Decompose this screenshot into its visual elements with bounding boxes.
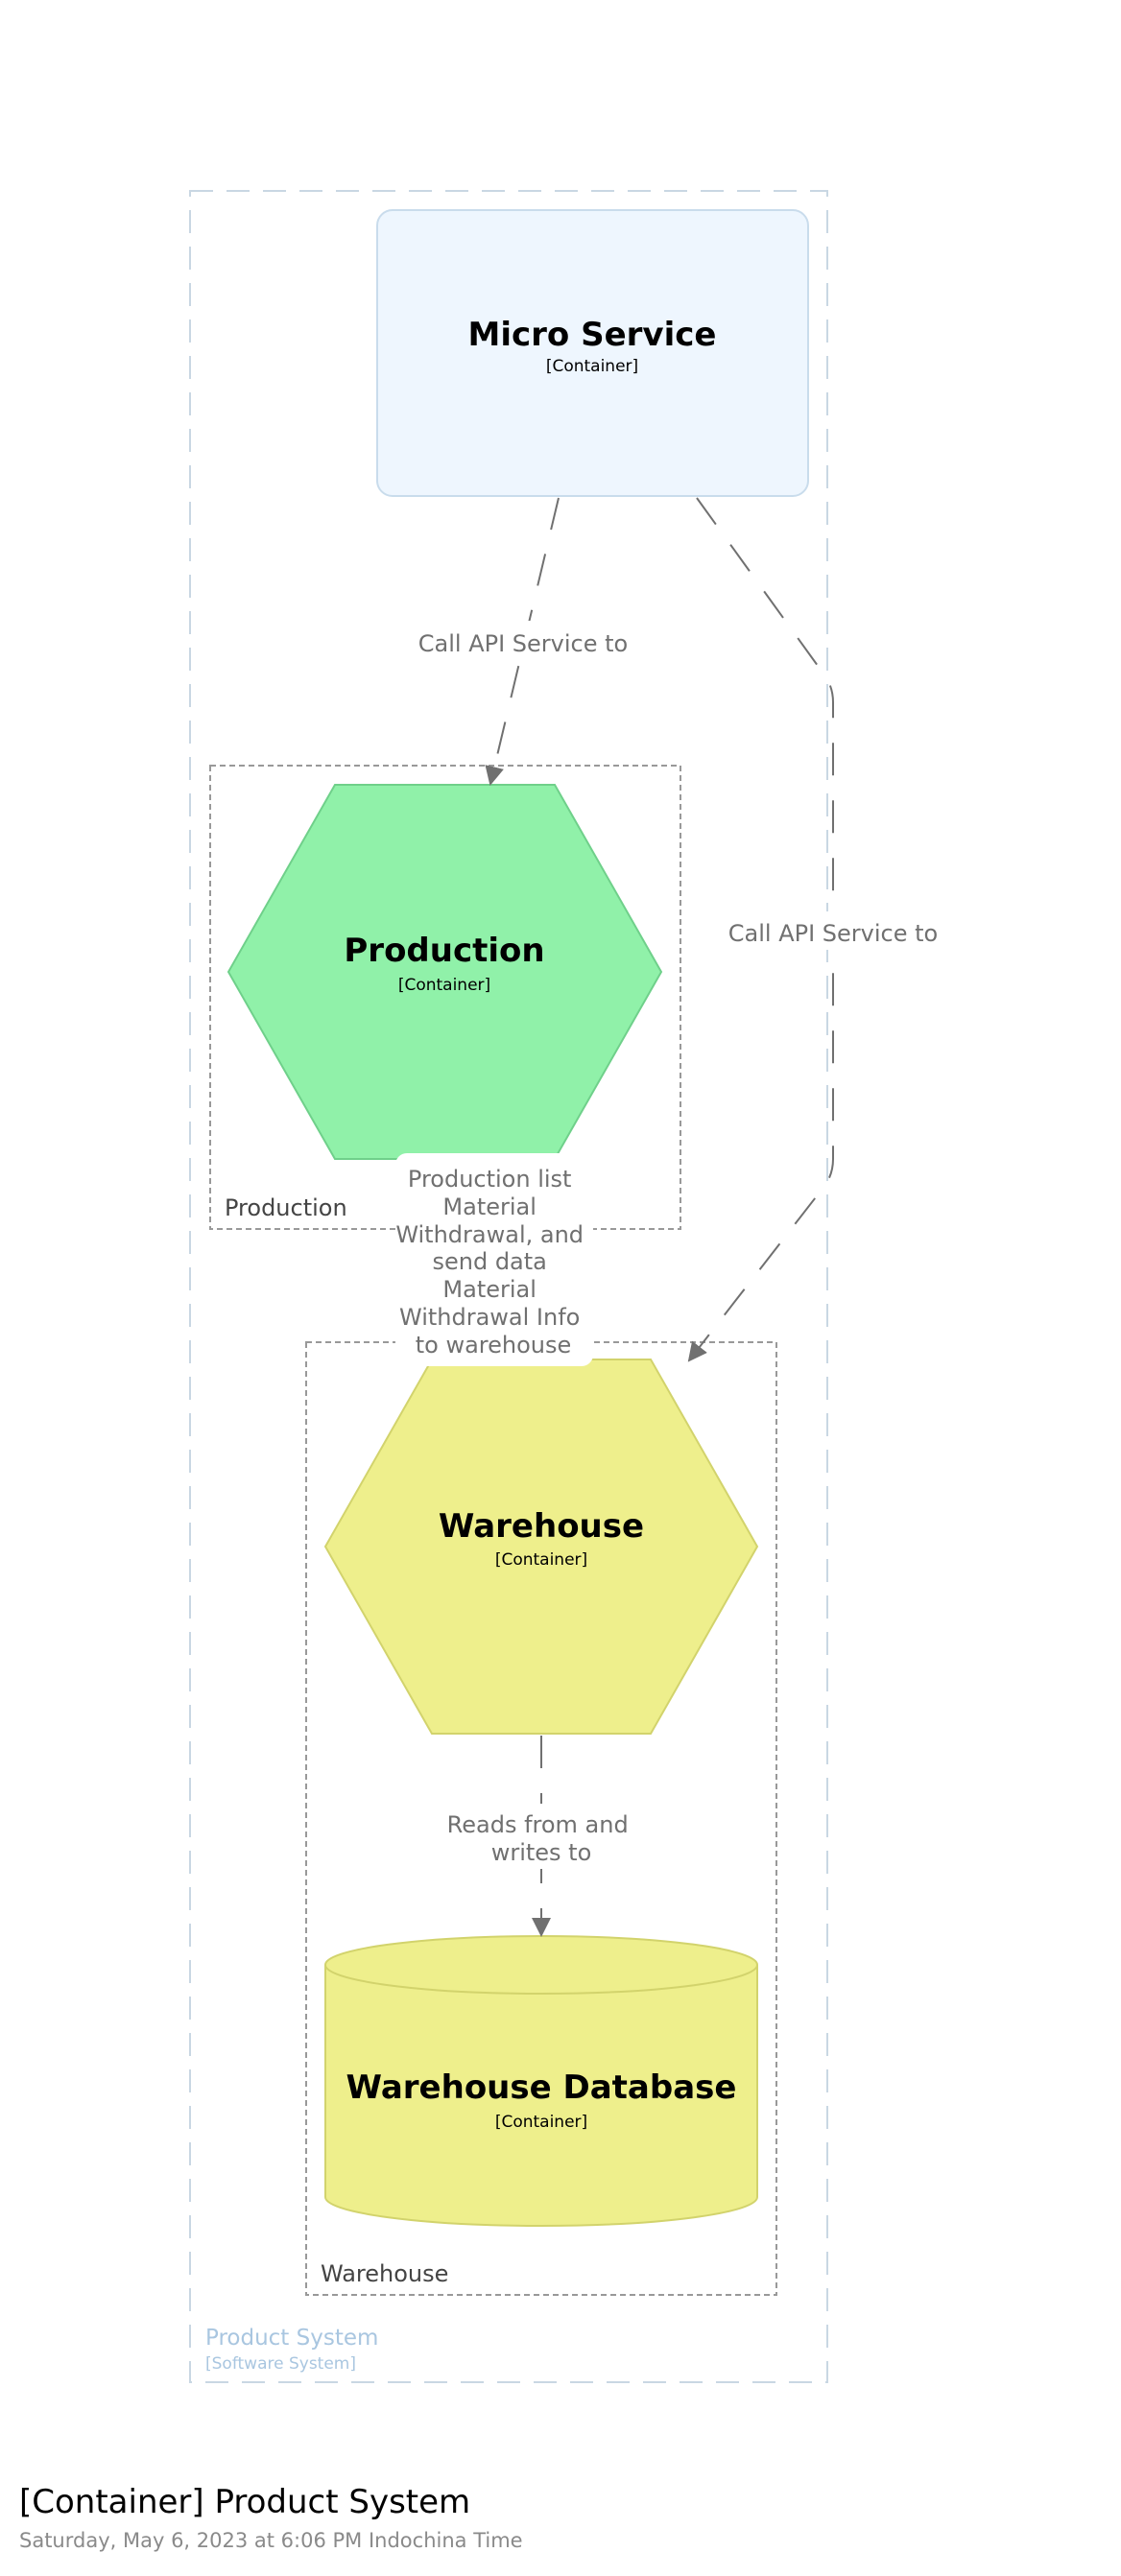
edge-micro-service-to-production-label: Call API Service to bbox=[418, 630, 628, 657]
micro-service-title: Micro Service bbox=[468, 316, 717, 354]
edge-label-line: Withdrawal Info bbox=[399, 1304, 580, 1331]
production-group-boundary[interactable]: Production bbox=[209, 765, 681, 1230]
warehouse-database-type: [Container] bbox=[495, 2113, 587, 2132]
micro-service-type: [Container] bbox=[546, 357, 638, 376]
edge-label-line: Material bbox=[442, 1276, 537, 1303]
warehouse-group-label: Warehouse bbox=[321, 2260, 448, 2287]
system-boundary-name: Product System bbox=[205, 2326, 378, 2351]
micro-service-container[interactable]: Micro Service [Container] bbox=[376, 209, 809, 497]
edge-production-to-warehouse[interactable]: Production list Material Withdrawal, and… bbox=[395, 1153, 593, 1366]
edge-warehouse-to-database-label: Reads from and writes to bbox=[447, 1811, 636, 1866]
warehouse-database-container[interactable]: Warehouse Database [Container] bbox=[324, 1935, 758, 2227]
diagram-title: [Container] Product System bbox=[19, 2483, 471, 2521]
edge-micro-service-to-warehouse-label: Call API Service to bbox=[728, 920, 938, 947]
production-type: [Container] bbox=[398, 976, 490, 995]
warehouse-container[interactable]: Warehouse [Container] bbox=[323, 1359, 759, 1735]
warehouse-title: Warehouse bbox=[439, 1507, 644, 1546]
edge-label-line: Withdrawal, and bbox=[395, 1221, 584, 1248]
production-title: Production bbox=[344, 932, 544, 970]
system-boundary-type: [Software System] bbox=[205, 2354, 356, 2374]
edge-micro-service-to-warehouse[interactable]: Call API Service to bbox=[687, 497, 941, 1362]
edge-label-line: Reads from and bbox=[447, 1811, 629, 1838]
diagram-timestamp: Saturday, May 6, 2023 at 6:06 PM Indochi… bbox=[19, 2529, 523, 2552]
edge-micro-service-to-production[interactable]: Call API Service to bbox=[415, 497, 632, 786]
edge-label-line: writes to bbox=[491, 1839, 592, 1866]
edge-label-line: Material bbox=[442, 1193, 537, 1220]
warehouse-database-title: Warehouse Database bbox=[346, 2068, 737, 2107]
edge-label-line: to warehouse bbox=[416, 1332, 572, 1359]
edge-warehouse-to-database[interactable]: Reads from and writes to bbox=[441, 1736, 641, 1937]
production-group-label: Production bbox=[225, 1194, 347, 1221]
software-system-boundary[interactable]: Product System [Software System] bbox=[189, 190, 828, 2383]
edge-production-to-warehouse-label: Production list Material Withdrawal, and… bbox=[395, 1166, 590, 1359]
edge-label-line: send data bbox=[432, 1248, 546, 1275]
edge-label-line: Production list bbox=[408, 1166, 572, 1193]
warehouse-type: [Container] bbox=[495, 1550, 587, 1570]
production-container[interactable]: Production [Container] bbox=[227, 784, 663, 1160]
